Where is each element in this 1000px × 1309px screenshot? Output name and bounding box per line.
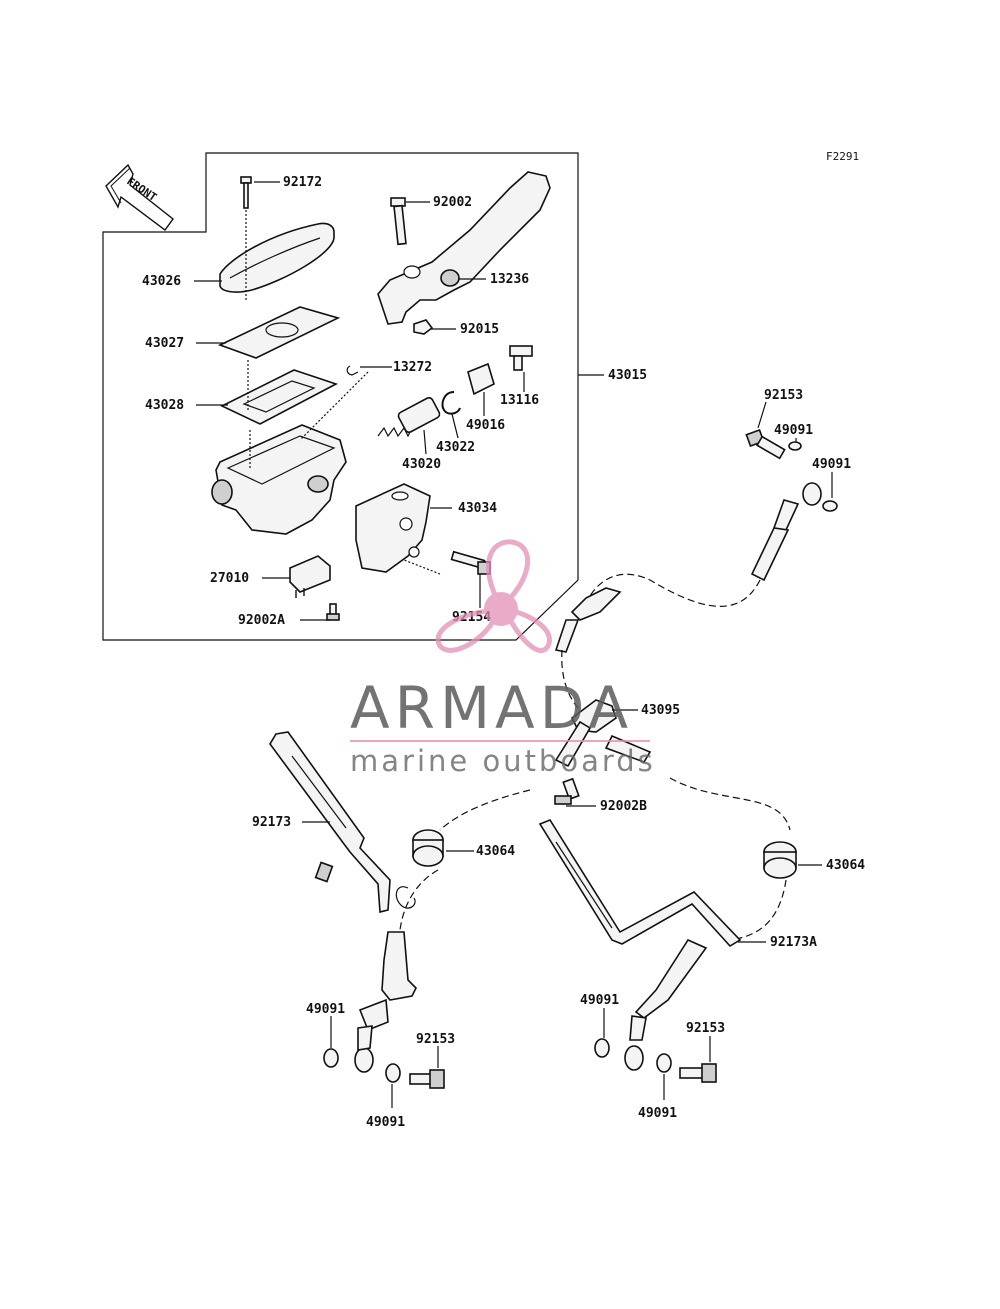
brake-hose-right-lower (624, 938, 708, 1071)
label-43027: 43027 (145, 336, 184, 351)
bolt-92002 (390, 197, 407, 246)
label-92173: 92173 (252, 815, 291, 830)
brake-hose-upper (554, 482, 822, 653)
label-49091-top2: 49091 (812, 457, 851, 472)
washer-49091-br-lower (656, 1053, 672, 1073)
label-43022: 43022 (436, 440, 475, 455)
nut-92015 (413, 319, 434, 335)
circlip-43022 (441, 391, 461, 415)
label-43028: 43028 (145, 398, 184, 413)
boot-49016 (467, 362, 495, 396)
assembly-outline (102, 152, 579, 641)
label-92015: 92015 (460, 322, 499, 337)
label-49091-br-upper: 49091 (580, 993, 619, 1008)
label-92153-top: 92153 (764, 388, 803, 403)
diaphragm-plate-43027 (217, 306, 341, 359)
washer-49091-br-upper (594, 1038, 610, 1058)
washer-49091-top1 (788, 441, 802, 451)
watermark-logo-icon (435, 539, 552, 654)
label-92002A: 92002A (238, 613, 285, 628)
label-49091-bl-lower: 49091 (366, 1115, 405, 1130)
bolt-92002B (554, 777, 580, 805)
washer-49091-top2 (822, 500, 838, 512)
watermark-subtitle: marine outboards (350, 744, 656, 778)
bolt-92154 (450, 550, 491, 575)
label-13236: 13236 (490, 272, 529, 287)
label-43095: 43095 (641, 703, 680, 718)
grommet-43064-left (412, 829, 444, 867)
label-92002: 92002 (433, 195, 472, 210)
brake-hose-left (399, 789, 531, 931)
master-cylinder-body (215, 424, 347, 535)
label-13116: 13116 (500, 393, 539, 408)
screw-92002A (326, 603, 340, 621)
label-92153-bl: 92153 (416, 1032, 455, 1047)
label-43020: 43020 (402, 457, 441, 472)
figure-code: F2291 (826, 150, 859, 163)
label-43026: 43026 (142, 274, 181, 289)
label-43064-left: 43064 (476, 844, 515, 859)
label-13272: 13272 (393, 360, 432, 375)
brake-joint-43095 (554, 649, 652, 768)
grommet-43064-right (763, 841, 797, 879)
label-49091-bl-upper: 49091 (306, 1002, 345, 1017)
label-92002B: 92002B (600, 799, 647, 814)
washer-49091-bl-upper (323, 1048, 339, 1068)
banjo-bolt-92153-br (679, 1063, 717, 1083)
label-27010: 27010 (210, 571, 249, 586)
pivot-bolt-13116 (509, 345, 533, 371)
label-92172: 92172 (283, 175, 322, 190)
diaphragm-43028 (220, 369, 339, 425)
reservoir-cap-43026 (219, 222, 335, 293)
watermark-title: ARMADA (350, 674, 633, 742)
front-arrow-icon: FRONT (105, 163, 174, 231)
washer-49091-bl-lower (385, 1063, 401, 1083)
label-43064-right: 43064 (826, 858, 865, 873)
brake-hose-left-lower (354, 931, 417, 1073)
label-43034: 43034 (458, 501, 497, 516)
screw-92172 (240, 176, 252, 209)
switch-27010 (289, 555, 331, 598)
label-49016: 49016 (466, 418, 505, 433)
clip-13272 (346, 365, 359, 376)
bracket-92173A (538, 819, 742, 948)
label-49091-top1: 49091 (774, 423, 813, 438)
piston-43020 (377, 396, 441, 438)
label-43015: 43015 (608, 368, 647, 383)
leader-lines (194, 181, 833, 1108)
label-92173A: 92173A (770, 935, 817, 950)
label-49091-br-lower: 49091 (638, 1106, 677, 1121)
banjo-bolt-92153-bl (409, 1069, 445, 1089)
label-92153-br: 92153 (686, 1021, 725, 1036)
brake-lever-13236 (377, 171, 551, 325)
banjo-bolt-92153-top (745, 428, 786, 460)
